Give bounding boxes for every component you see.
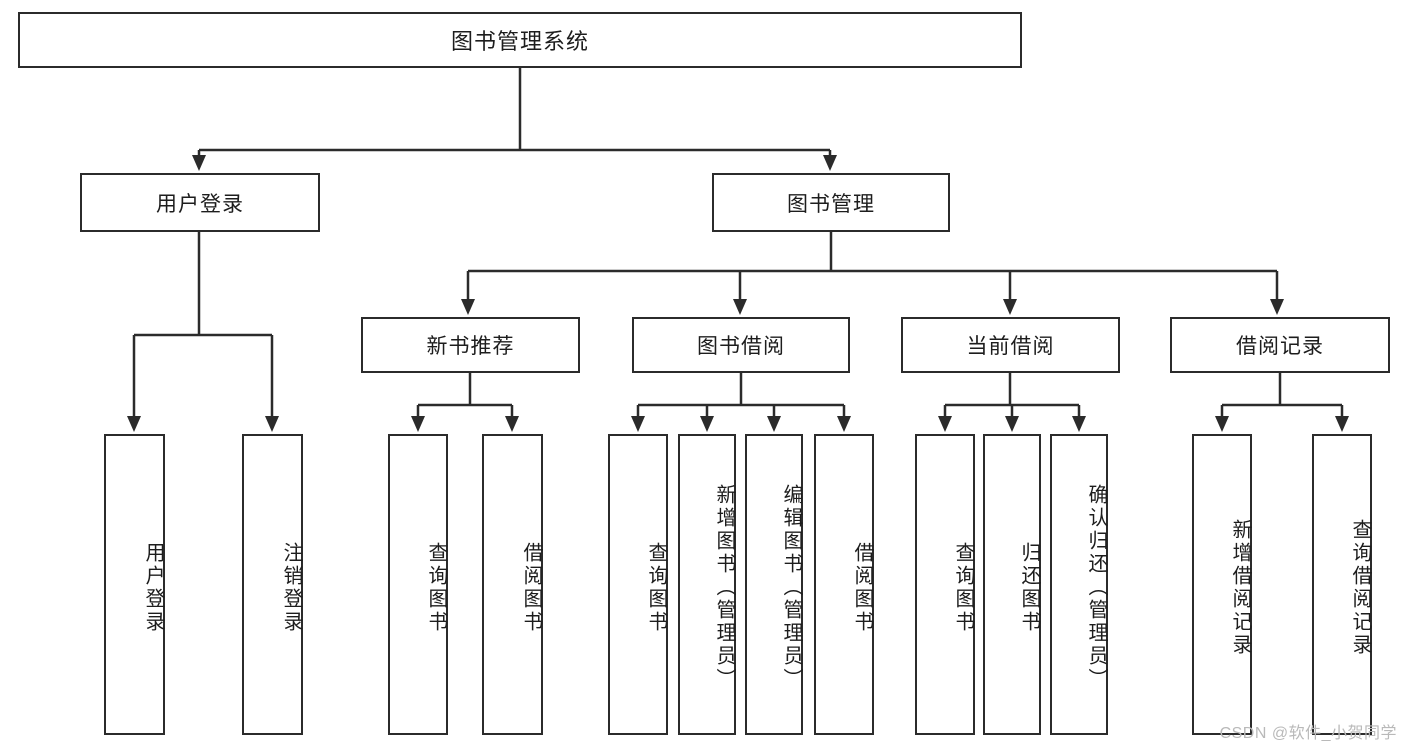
- node-label: 查询图书: [952, 541, 974, 634]
- arrow-head-icon: [938, 416, 952, 432]
- arrow-head-icon: [631, 416, 645, 432]
- node-label: 当前借阅: [966, 335, 1055, 358]
- node-level3-2[interactable]: 当前借阅: [901, 317, 1120, 373]
- arrow-head-icon: [1335, 416, 1349, 432]
- node-leaf-7[interactable]: 借阅图书: [814, 434, 874, 735]
- arrow-head-icon: [733, 299, 747, 315]
- node-label: 新增借阅记录: [1229, 518, 1251, 657]
- node-root-图书管理系统[interactable]: 图书管理系统: [18, 12, 1022, 68]
- node-leaf-6[interactable]: 编辑图书（管理员）: [745, 434, 803, 735]
- node-label: 用户登录: [142, 541, 164, 634]
- arrow-head-icon: [1003, 299, 1017, 315]
- node-leaf-3[interactable]: 借阅图书: [482, 434, 543, 735]
- node-level2-1[interactable]: 图书管理: [712, 173, 950, 232]
- node-leaf-0[interactable]: 用户登录: [104, 434, 165, 735]
- node-label: 查询图书: [425, 541, 447, 634]
- node-label: 图书借阅: [697, 335, 785, 358]
- arrow-head-icon: [265, 416, 279, 432]
- node-leaf-4[interactable]: 查询图书: [608, 434, 668, 735]
- node-label: 查询图书: [645, 541, 667, 634]
- node-label: 确认归还（管理员）: [1085, 484, 1107, 691]
- node-leaf-1[interactable]: 注销登录: [242, 434, 303, 735]
- arrow-head-icon: [1005, 416, 1019, 432]
- arrow-head-icon: [700, 416, 714, 432]
- node-leaf-12[interactable]: 查询借阅记录: [1312, 434, 1372, 735]
- arrow-head-icon: [767, 416, 781, 432]
- arrow-head-icon: [1072, 416, 1086, 432]
- node-leaf-5[interactable]: 新增图书（管理员）: [678, 434, 736, 735]
- arrow-head-icon: [1270, 299, 1284, 315]
- node-level3-3[interactable]: 借阅记录: [1170, 317, 1390, 373]
- arrow-head-icon: [1215, 416, 1229, 432]
- node-label: 借阅图书: [851, 541, 873, 634]
- node-label: 归还图书: [1018, 541, 1040, 634]
- node-leaf-10[interactable]: 确认归还（管理员）: [1050, 434, 1108, 735]
- node-leaf-11[interactable]: 新增借阅记录: [1192, 434, 1252, 735]
- arrow-head-icon: [411, 416, 425, 432]
- node-label: 新书推荐: [426, 335, 515, 358]
- watermark: CSDN @软件_小贺同学: [1219, 725, 1397, 742]
- node-level3-1[interactable]: 图书借阅: [632, 317, 850, 373]
- node-label: 图书管理系统: [450, 29, 589, 54]
- node-level2-0[interactable]: 用户登录: [80, 173, 320, 232]
- arrow-head-icon: [505, 416, 519, 432]
- arrow-head-icon: [192, 155, 206, 171]
- node-level3-0[interactable]: 新书推荐: [361, 317, 580, 373]
- node-leaf-9[interactable]: 归还图书: [983, 434, 1041, 735]
- arrow-head-icon: [837, 416, 851, 432]
- node-leaf-2[interactable]: 查询图书: [388, 434, 448, 735]
- arrow-head-icon: [127, 416, 141, 432]
- node-label: 查询借阅记录: [1349, 518, 1371, 657]
- node-leaf-8[interactable]: 查询图书: [915, 434, 975, 735]
- node-label: 注销登录: [280, 541, 302, 634]
- arrow-head-icon: [823, 155, 837, 171]
- node-label: 编辑图书（管理员）: [780, 484, 802, 691]
- arrow-head-icon: [461, 299, 475, 315]
- node-label: 借阅图书: [520, 541, 542, 634]
- node-label: 图书管理: [787, 192, 875, 216]
- node-label: 借阅记录: [1236, 335, 1324, 358]
- node-label: 新增图书（管理员）: [713, 484, 735, 691]
- node-label: 用户登录: [156, 192, 244, 216]
